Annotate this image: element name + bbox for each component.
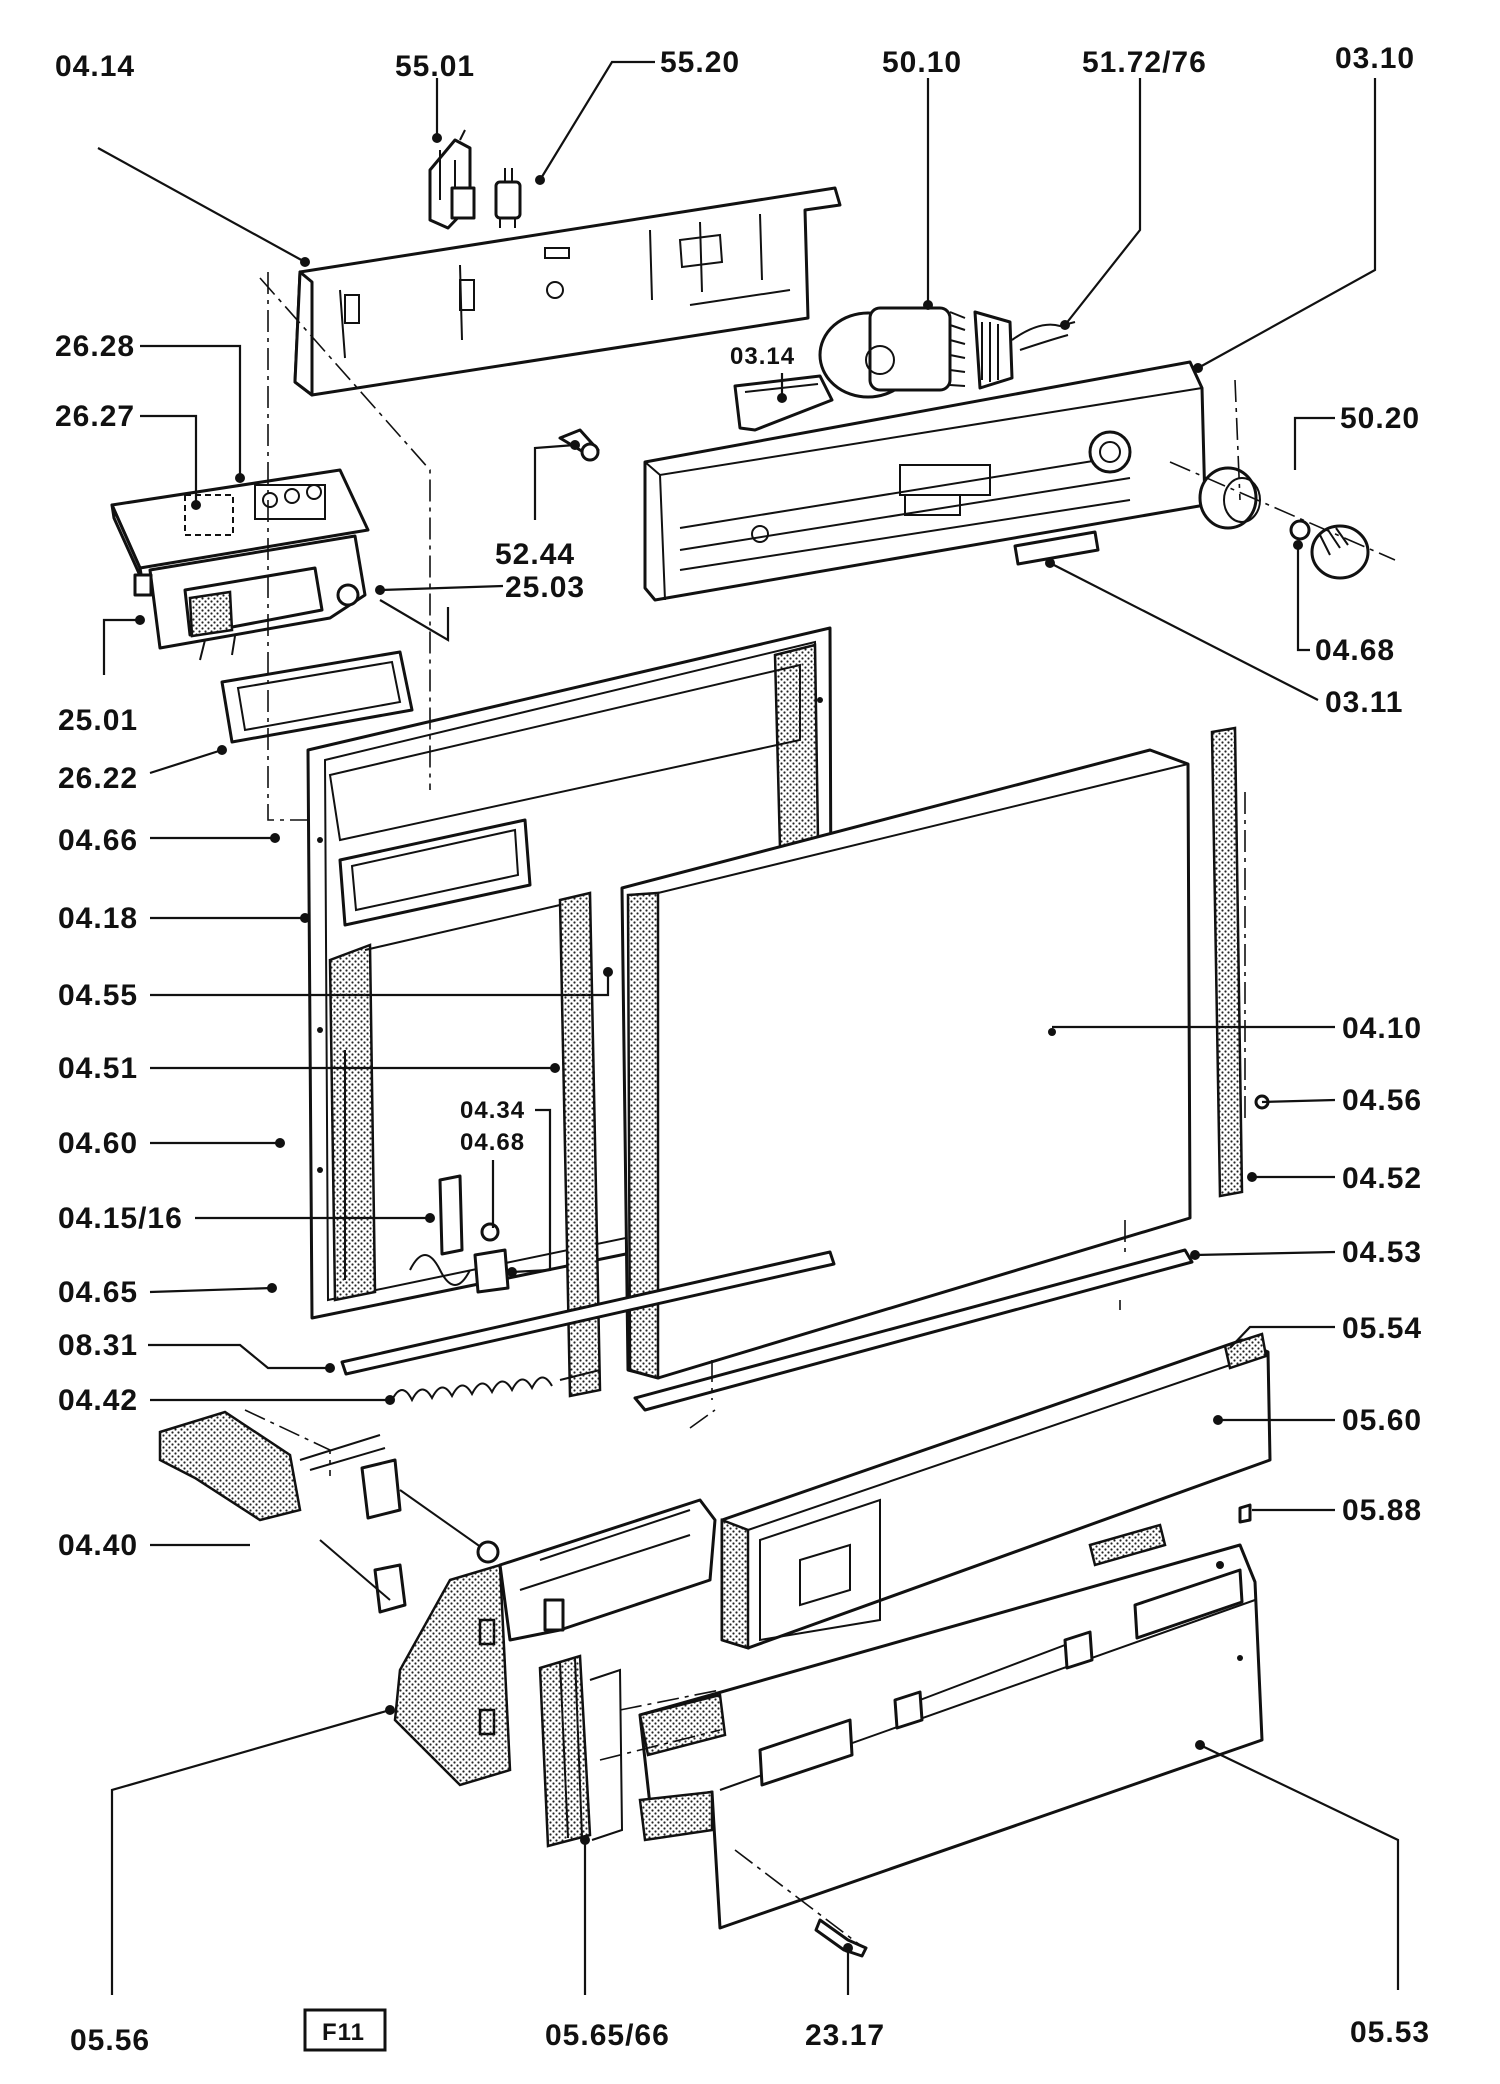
kickplate-05-53: [638, 1523, 1264, 1930]
label-23-17: 23.17: [805, 2019, 885, 2052]
label-04-34: 04.34: [460, 1097, 525, 1124]
label-26-27: 26.27: [55, 400, 135, 433]
dispenser-25-01: [133, 534, 367, 661]
label-55-20: 55.20: [660, 46, 740, 79]
label-04-56: 04.56: [1342, 1084, 1422, 1117]
label-05-88: 05.88: [1342, 1494, 1422, 1527]
side-strip-04-52: [1210, 726, 1244, 1198]
control-fascia-03-10: [643, 360, 1207, 602]
alignment-lines: [244, 272, 1396, 1946]
label-52-44: 52.44: [495, 538, 575, 571]
label-04-68-mid: 04.68: [460, 1129, 525, 1156]
lower-fascia-05-60: [720, 1332, 1272, 1650]
label-04-68-top: 04.68: [1315, 634, 1395, 667]
screw-23-17: [814, 1918, 868, 1958]
label-04-55: 04.55: [58, 979, 138, 1012]
side-bracket-05-56: [393, 1498, 717, 1787]
label-26-28: 26.28: [55, 330, 135, 363]
label-08-31: 08.31: [58, 1329, 138, 1362]
label-51-72-76: 51.72/76: [1082, 46, 1207, 79]
control-box-26-27: [110, 468, 370, 582]
figure-tag: F11: [303, 2008, 387, 2052]
part-labels: 04.14 55.01 55.20 50.10 51.72/76 03.10 2…: [55, 42, 1430, 2057]
hinge-04-40: [158, 1410, 500, 1614]
outer-door-04-10: [620, 748, 1192, 1380]
label-26-22: 26.22: [58, 762, 138, 795]
spring-04-42: [391, 1369, 601, 1403]
label-50-20: 50.20: [1340, 402, 1420, 435]
label-04-10: 04.10: [1342, 1012, 1422, 1045]
label-03-14: 03.14: [730, 343, 795, 370]
cable-51-72: [1011, 321, 1076, 351]
label-50-10: 50.10: [882, 46, 962, 79]
label-04-40: 04.40: [58, 1529, 138, 1562]
label-25-03: 25.03: [505, 571, 585, 604]
figure-tag-label: F11: [322, 2019, 365, 2046]
label-04-42: 04.42: [58, 1384, 138, 1417]
label-04-66: 04.66: [58, 824, 138, 857]
label-55-01: 55.01: [395, 50, 475, 83]
label-04-60: 04.60: [58, 1127, 138, 1160]
label-04-52: 04.52: [1342, 1162, 1422, 1195]
bottom-strip-04-53: [633, 1248, 1194, 1412]
switch-55-20: [494, 168, 522, 228]
bracket-55-01: [428, 129, 476, 230]
label-04-14: 04.14: [55, 50, 135, 83]
label-05-56: 05.56: [70, 2024, 150, 2057]
rail-08-31: [340, 1250, 836, 1376]
gasket-26-22: [220, 650, 414, 744]
knob-assembly-50-20: [1198, 466, 1370, 580]
label-05-65-66: 05.65/66: [545, 2019, 670, 2052]
label-05-54: 05.54: [1342, 1312, 1422, 1345]
panel-03-14: [733, 374, 834, 432]
label-04-65: 04.65: [58, 1276, 138, 1309]
label-05-53: 05.53: [1350, 2016, 1430, 2049]
label-25-01: 25.01: [58, 704, 138, 737]
label-04-18: 04.18: [58, 902, 138, 935]
trim-03-11: [1013, 530, 1100, 566]
label-04-53: 04.53: [1342, 1236, 1422, 1269]
side-strip-04-51: [558, 891, 602, 1398]
leader-lines: [97, 60, 1400, 1995]
label-03-10: 03.10: [1335, 42, 1415, 75]
label-04-51: 04.51: [58, 1052, 138, 1085]
label-04-15-16: 04.15/16: [58, 1202, 183, 1235]
control-plate-04-14: [293, 186, 842, 397]
screw-05-88: [1238, 1503, 1252, 1524]
timer-motor-50-10: [818, 306, 1014, 399]
label-05-60: 05.60: [1342, 1404, 1422, 1437]
end-cap-05-65: [538, 1654, 624, 1848]
label-03-11: 03.11: [1325, 686, 1403, 719]
